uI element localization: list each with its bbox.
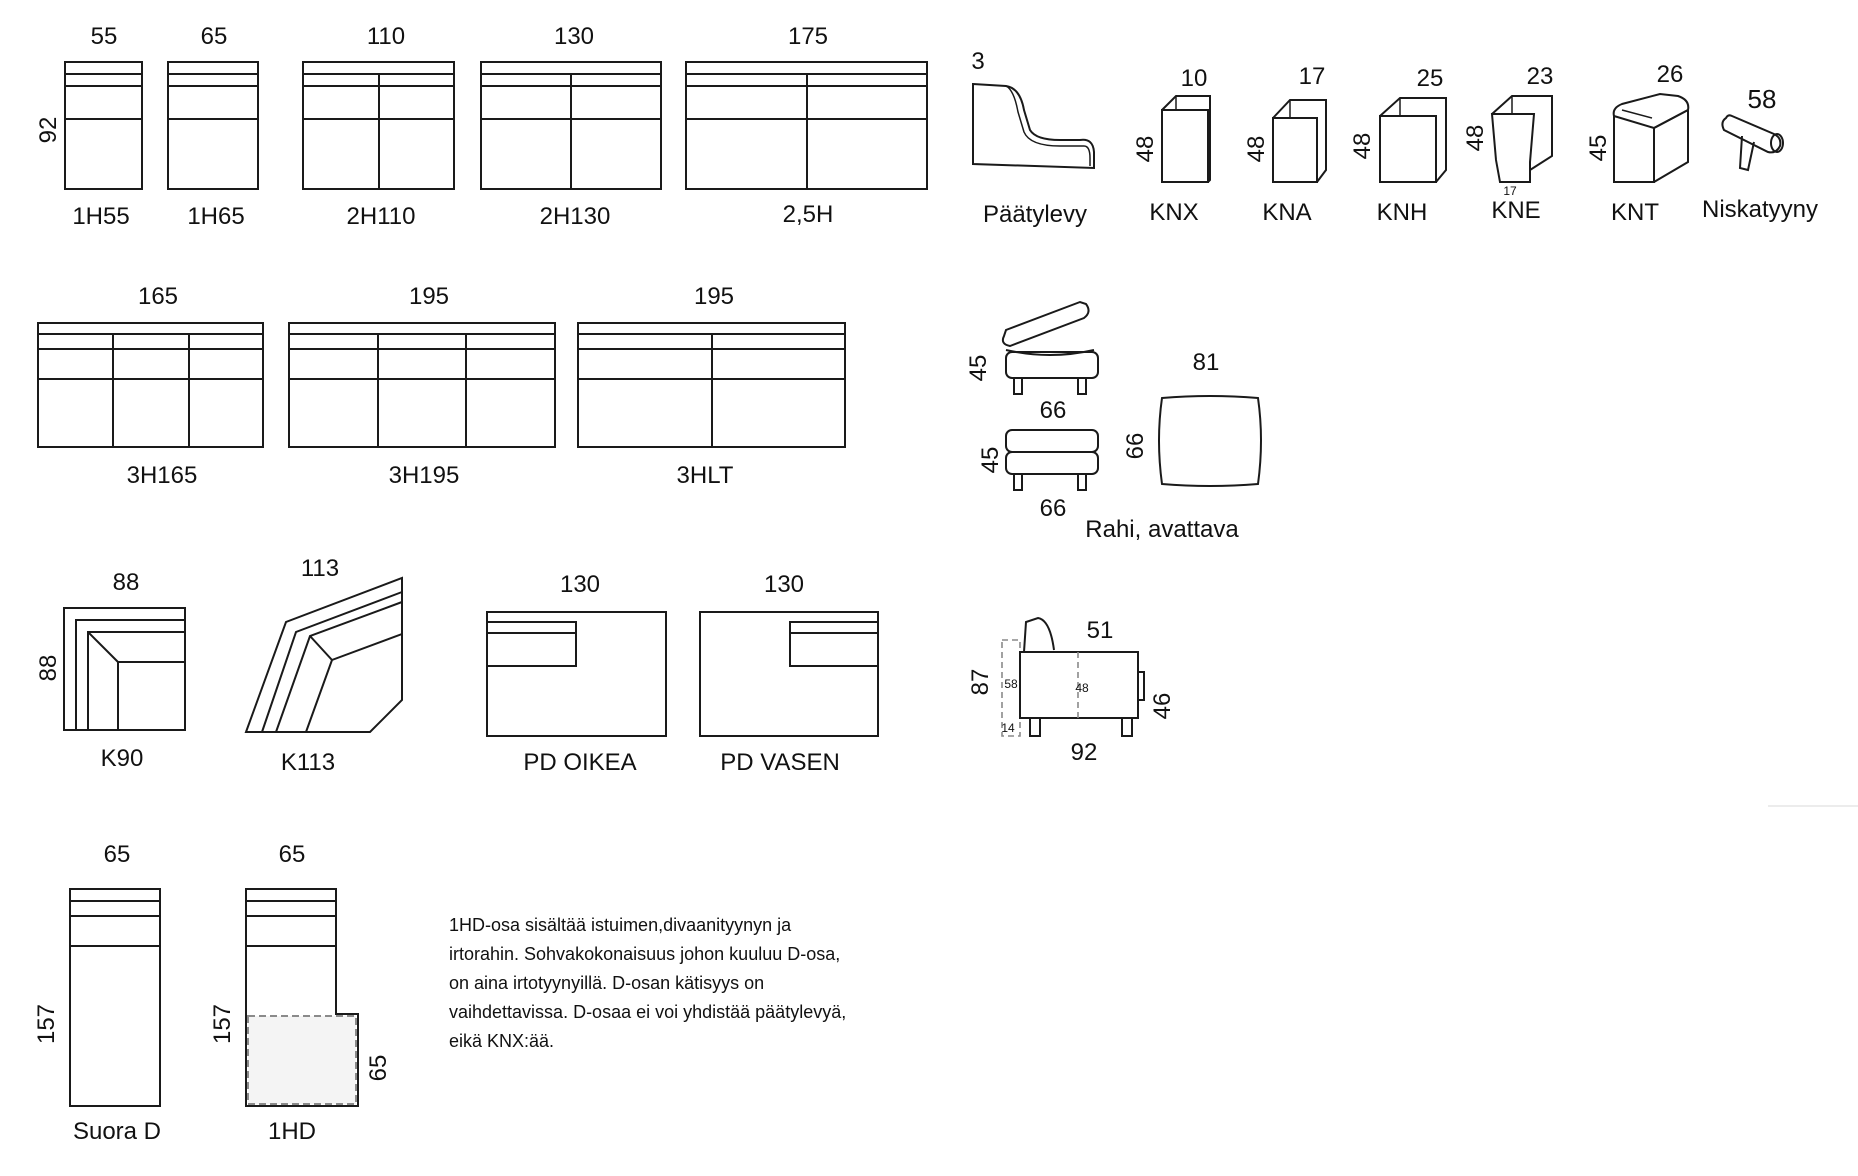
knx-label: KNX: [1149, 199, 1198, 226]
1hd-label: 1HD: [268, 1118, 316, 1145]
armrest-paatylevy: 3 Päätylevy: [971, 48, 1095, 228]
kna-label: KNA: [1262, 199, 1311, 226]
module-2-5h-label: 2,5H: [783, 201, 834, 228]
kna-width: 17: [1299, 63, 1326, 90]
suora-d-width: 65: [104, 841, 131, 868]
rahi: 45 66 45 66 81 66 Rahi, avattava: [965, 300, 1262, 543]
d-module-note: 1HD-osa sisältää istuimen,divaanityynyn …: [449, 915, 847, 1051]
knh-height: 48: [1349, 133, 1376, 160]
knt-label: KNT: [1611, 199, 1659, 226]
side-leg: 14: [1001, 721, 1015, 735]
module-3h165-label: 3H165: [127, 462, 198, 489]
rahi-closed-width: 66: [1040, 495, 1067, 522]
neck-pillow: 58 Niskatyyny: [1702, 84, 1818, 223]
knt-width: 26: [1657, 61, 1684, 88]
module-3h195-width: 195: [409, 283, 449, 310]
armrest-kne: 23 48 17 KNE: [1462, 63, 1553, 224]
armrest-knh: 25 48 KNH: [1349, 65, 1447, 226]
kna-height: 48: [1243, 136, 1270, 163]
kne-height: 48: [1462, 125, 1489, 152]
module-3hlt: 195 3HLT: [577, 283, 846, 489]
knh-label: KNH: [1377, 199, 1428, 226]
niskatyyny-width: 58: [1748, 84, 1777, 114]
paatylevy-label: Päätylevy: [983, 201, 1087, 228]
module-2h130-width: 130: [554, 23, 594, 50]
suora-d-depth: 157: [33, 1004, 60, 1044]
module-pd-oikea: 130 PD OIKEA: [486, 571, 667, 776]
module-1h55: 55 92 1H55: [35, 23, 143, 230]
module-pd-vasen: 130 PD VASEN: [699, 571, 879, 776]
kne-label: KNE: [1491, 197, 1540, 224]
module-1h55-depth: 92: [35, 117, 62, 144]
module-2h130: 130 2H130: [480, 23, 662, 230]
module-3h195-label: 3H195: [389, 462, 460, 489]
module-1h55-label: 1H55: [72, 203, 129, 230]
module-2h110: 110 2H110: [302, 23, 455, 230]
1hd-depth: 157: [209, 1004, 236, 1044]
knh-width: 25: [1417, 65, 1444, 92]
module-2-5h: 175 2,5H: [685, 23, 928, 228]
side-top-dim: 51: [1087, 617, 1114, 644]
side-view: 51 87 46 58 48 14 92: [967, 616, 1176, 766]
side-inner-back: 58: [1004, 677, 1018, 691]
module-2-5h-width: 175: [788, 23, 828, 50]
rahi-top-width: 81: [1193, 349, 1220, 376]
kne-width: 23: [1527, 63, 1554, 90]
side-back-height: 87: [967, 669, 994, 696]
module-k113: 113 K113: [244, 555, 403, 776]
pd-oikea-width: 130: [560, 571, 600, 598]
armrest-knt: 26 45 KNT: [1585, 61, 1690, 226]
module-2h130-label: 2H130: [540, 203, 611, 230]
pd-oikea-label: PD OIKEA: [523, 749, 636, 776]
module-k90-depth: 88: [35, 655, 62, 682]
module-k90-label: K90: [101, 745, 144, 772]
module-k113-label: K113: [281, 749, 335, 776]
module-3h165: 165 3H165: [37, 283, 264, 489]
module-2h110-width: 110: [367, 23, 405, 50]
armrest-kna: 17 48 KNA: [1243, 63, 1327, 226]
module-k90: 88 88 K90: [35, 569, 186, 772]
module-3h195: 195 3H195: [288, 283, 556, 489]
module-suora-d: 65 157 Suora D: [33, 841, 161, 1145]
module-k90-width: 88: [113, 569, 140, 596]
module-1h65-label: 1H65: [187, 203, 244, 230]
module-3hlt-label: 3HLT: [677, 462, 734, 489]
pd-vasen-label: PD VASEN: [720, 749, 840, 776]
knx-width: 10: [1181, 65, 1208, 92]
module-k113-width: 113: [301, 555, 339, 582]
knx-height: 48: [1132, 136, 1159, 163]
pd-vasen-width: 130: [764, 571, 804, 598]
module-1h65-width: 65: [201, 23, 228, 50]
kne-base: 17: [1503, 184, 1517, 198]
module-1h55-width: 55: [91, 23, 118, 50]
rahi-open-width: 66: [1040, 397, 1067, 424]
1hd-ottoman-depth: 65: [365, 1055, 392, 1082]
module-1hd: 65 157 65 1HD: [209, 841, 392, 1145]
knt-height: 45: [1585, 135, 1612, 162]
side-depth: 92: [1071, 739, 1098, 766]
suora-d-label: Suora D: [73, 1118, 161, 1145]
module-3hlt-width: 195: [694, 283, 734, 310]
armrest-knx: 10 48 KNX: [1132, 65, 1211, 226]
module-1h65: 65 1H65: [167, 23, 259, 230]
side-inner-seat: 48: [1075, 681, 1089, 695]
niskatyyny-label: Niskatyyny: [1702, 196, 1818, 223]
rahi-top-depth: 66: [1122, 433, 1149, 460]
module-3h165-width: 165: [138, 283, 178, 310]
side-seat-height: 46: [1149, 693, 1176, 720]
module-2h110-label: 2H110: [347, 203, 416, 230]
rahi-open-height: 45: [965, 355, 992, 382]
paatylevy-width: 3: [971, 48, 984, 75]
1hd-width: 65: [279, 841, 306, 868]
rahi-closed-height: 45: [977, 447, 1004, 474]
rahi-label: Rahi, avattava: [1085, 516, 1239, 543]
